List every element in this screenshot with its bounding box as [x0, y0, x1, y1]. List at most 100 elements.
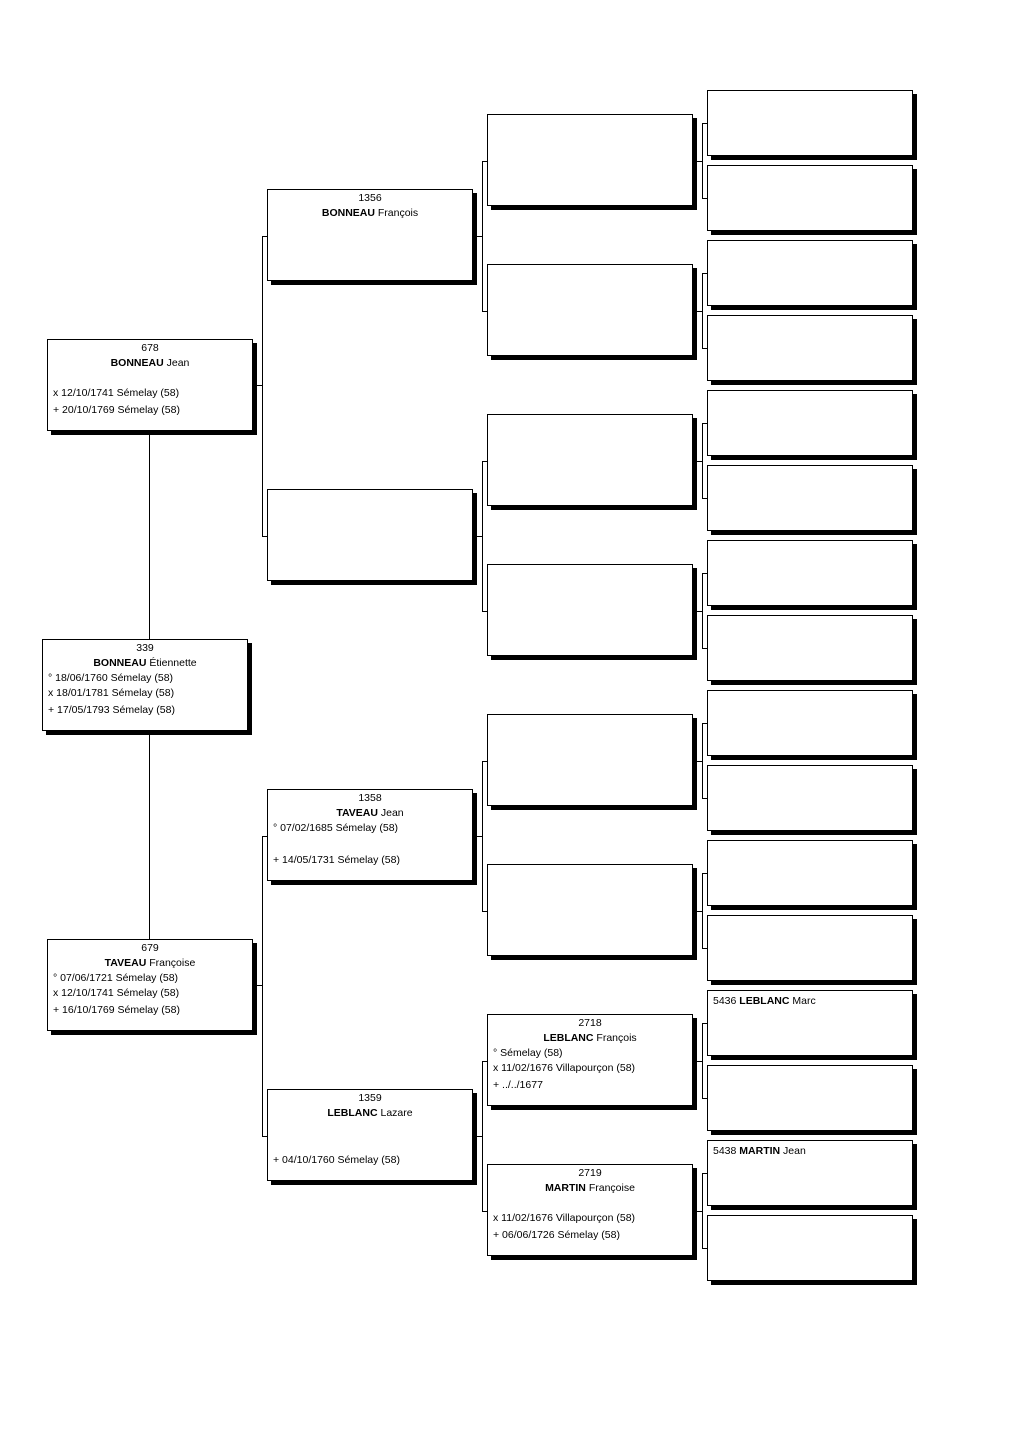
person-box-empty[interactable] — [707, 315, 913, 381]
person-box-empty[interactable] — [707, 540, 913, 606]
person-box-empty[interactable] — [487, 564, 693, 656]
connector-line — [262, 236, 263, 536]
given-name: Françoise — [149, 957, 196, 969]
given-name: Lazare — [380, 1107, 413, 1119]
death-line: + ../../1677 — [493, 1079, 543, 1091]
sosa-number: 2718 — [578, 1017, 602, 1029]
surname: BONNEAU — [321, 207, 375, 219]
connector-line — [473, 536, 482, 537]
person-box-2718[interactable]: 2718 LEBLANC François ° Sémelay (58) x 1… — [487, 1014, 693, 1106]
surname: MARTIN — [545, 1182, 586, 1194]
birth-line: ° 07/02/1685 Sémelay (58) — [273, 822, 399, 834]
connector-line — [702, 273, 703, 348]
sosa-number: 339 — [136, 642, 154, 654]
connector-line — [262, 836, 263, 1136]
connector-line — [482, 911, 488, 912]
connector-line — [702, 723, 703, 798]
connector-line — [702, 1023, 708, 1024]
given-name: Françoise — [588, 1182, 635, 1194]
death-line: + 06/06/1726 Sémelay (58) — [493, 1229, 620, 1241]
person-box-2719[interactable]: 2719 MARTIN Françoise x 11/02/1676 Villa… — [487, 1164, 693, 1256]
connector-line — [262, 536, 268, 537]
connector-line — [253, 985, 262, 986]
connector-line — [702, 648, 708, 649]
surname: MARTIN — [739, 1145, 781, 1157]
person-box-679[interactable]: 679 TAVEAU Françoise ° 07/06/1721 Sémela… — [47, 939, 253, 1031]
sosa-number: 5436 — [713, 995, 737, 1007]
person-box-empty[interactable] — [487, 714, 693, 806]
connector-line — [702, 1248, 708, 1249]
person-box-1359[interactable]: 1359 LEBLANC Lazare + 04/10/1760 Sémelay… — [267, 1089, 473, 1181]
person-box-1358[interactable]: 1358 TAVEAU Jean ° 07/02/1685 Sémelay (5… — [267, 789, 473, 881]
person-name: BONNEAU François — [268, 206, 472, 221]
connector-line — [693, 611, 702, 612]
person-box-5436[interactable]: 5436 LEBLANC Marc — [707, 990, 913, 1056]
person-box-empty[interactable] — [707, 840, 913, 906]
connector-line — [693, 761, 702, 762]
person-box-empty[interactable] — [707, 240, 913, 306]
person-box-empty[interactable] — [707, 165, 913, 231]
death-line: + 20/10/1769 Sémelay (58) — [53, 404, 180, 416]
sosa-number: 2719 — [578, 1167, 602, 1179]
person-box-empty[interactable] — [707, 465, 913, 531]
given-name: Étiennette — [149, 657, 197, 669]
person-box-empty[interactable] — [487, 264, 693, 356]
person-box-empty[interactable] — [707, 690, 913, 756]
person-box-empty[interactable] — [707, 1065, 913, 1131]
marriage-line: x 18/01/1781 Sémelay (58) — [48, 687, 175, 699]
person-box-empty[interactable] — [707, 390, 913, 456]
person-name: BONNEAU Étiennette — [43, 656, 247, 671]
connector-line — [262, 236, 268, 237]
death-line: + 04/10/1760 Sémelay (58) — [273, 1154, 400, 1166]
connector-line — [702, 423, 703, 498]
person-box-empty[interactable] — [267, 489, 473, 581]
person-box-empty[interactable] — [707, 915, 913, 981]
surname: LEBLANC — [543, 1032, 594, 1044]
person-box-678[interactable]: 678 BONNEAU Jean x 12/10/1741 Sémelay (5… — [47, 339, 253, 431]
connector-line — [482, 1061, 483, 1211]
connector-line — [702, 873, 703, 948]
connector-line — [482, 461, 488, 462]
person-box-empty[interactable] — [707, 765, 913, 831]
person-box-empty[interactable] — [707, 90, 913, 156]
connector-line — [693, 1061, 702, 1062]
connector-line — [702, 273, 708, 274]
surname: BONNEAU — [93, 657, 147, 669]
marriage-line: x 11/02/1676 Villapourçon (58) — [493, 1062, 636, 1074]
birth-line: ° 07/06/1721 Sémelay (58) — [53, 972, 179, 984]
given-name: Marc — [792, 995, 816, 1007]
person-box-5438[interactable]: 5438 MARTIN Jean — [707, 1140, 913, 1206]
connector-line — [262, 1136, 268, 1137]
person-name: LEBLANC Lazare — [268, 1106, 472, 1121]
person-box-empty[interactable] — [487, 114, 693, 206]
connector-line — [693, 311, 702, 312]
connector-line — [149, 732, 150, 939]
connector-line — [693, 161, 702, 162]
connector-line — [702, 573, 708, 574]
sosa-number: 5438 — [713, 1145, 737, 1157]
person-name: MARTIN Françoise — [488, 1181, 692, 1196]
marriage-line: x 12/10/1741 Sémelay (58) — [53, 987, 180, 999]
person-name: 5436 LEBLANC Marc — [708, 994, 912, 1009]
person-box-339[interactable]: 339 BONNEAU Étiennette ° 18/06/1760 Séme… — [42, 639, 248, 731]
connector-line — [702, 1098, 708, 1099]
connector-line — [473, 236, 482, 237]
surname: TAVEAU — [336, 807, 378, 819]
connector-line — [482, 161, 488, 162]
person-box-empty[interactable] — [487, 864, 693, 956]
person-box-empty[interactable] — [487, 414, 693, 506]
connector-line — [702, 198, 708, 199]
connector-line — [702, 573, 703, 648]
birth-line: ° Sémelay (58) — [493, 1047, 563, 1059]
person-box-empty[interactable] — [707, 1215, 913, 1281]
person-box-empty[interactable] — [707, 615, 913, 681]
connector-line — [482, 761, 483, 911]
connector-line — [149, 432, 150, 639]
death-line: + 14/05/1731 Sémelay (58) — [273, 854, 400, 866]
sosa-number: 1356 — [358, 192, 382, 204]
person-name: TAVEAU Françoise — [48, 956, 252, 971]
person-box-1356[interactable]: 1356 BONNEAU François — [267, 189, 473, 281]
connector-line — [482, 461, 483, 611]
connector-line — [253, 385, 262, 386]
connector-line — [702, 423, 708, 424]
